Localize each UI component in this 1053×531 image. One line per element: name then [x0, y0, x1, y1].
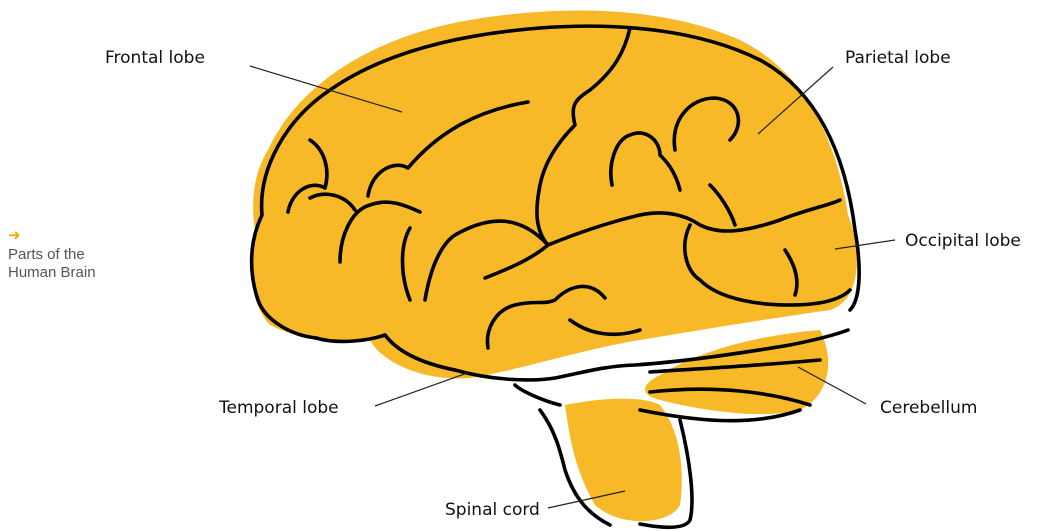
- brain-fill: [250, 10, 857, 521]
- label-occipital-lobe: Occipital lobe: [905, 231, 1021, 251]
- label-parietal-lobe: Parietal lobe: [845, 48, 951, 68]
- label-temporal-lobe: Temporal lobe: [218, 398, 339, 418]
- cerebrum-fill: [250, 10, 857, 378]
- label-cerebellum: Cerebellum: [880, 398, 977, 418]
- label-spinal-cord: Spinal cord: [445, 500, 540, 520]
- label-frontal-lobe: Frontal lobe: [105, 48, 205, 68]
- temporal-cerebellum-border: [515, 385, 560, 405]
- temporal-leader: [375, 372, 470, 406]
